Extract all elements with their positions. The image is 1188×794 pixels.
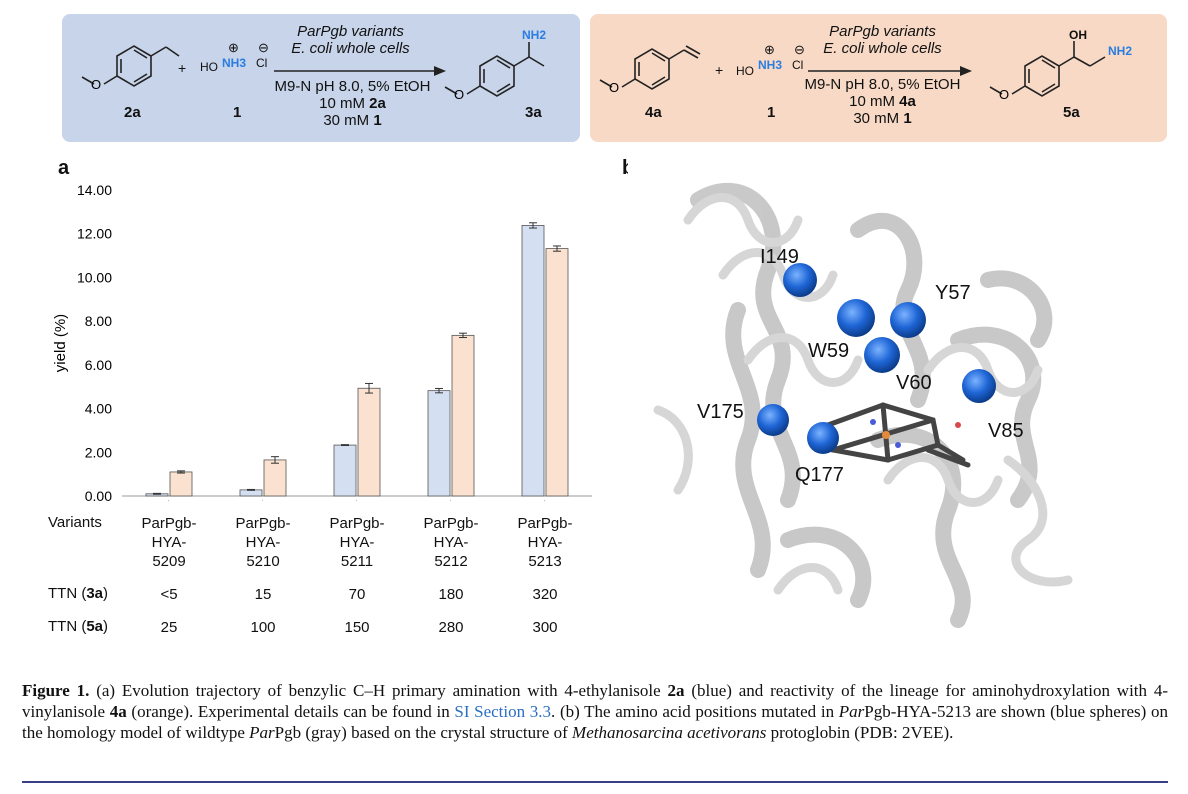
residue-sphere-w59 <box>837 299 875 337</box>
bar <box>333 444 357 497</box>
svg-text:O: O <box>609 80 619 95</box>
residue-sphere-v175 <box>757 404 789 436</box>
ho-label-left: HO <box>200 60 218 74</box>
scheme-left-reagent-2: E. coli whole cells <box>291 40 410 57</box>
ttn-5a-cell: 100 <box>250 619 276 636</box>
x-tick-mark: ˙ <box>168 499 171 508</box>
svg-text:O: O <box>454 87 464 102</box>
nh3-label-left: NH3 <box>222 56 247 70</box>
scheme-right-cond-1: M9-N pH 8.0, 5% EtOH <box>804 76 961 93</box>
residue-sphere-v60 <box>864 337 900 373</box>
figure-caption: Figure 1. (a) Evolution trajectory of be… <box>22 681 1168 742</box>
bar <box>357 387 381 497</box>
compound-3a-label: 3a <box>525 104 542 121</box>
residue-label-w59: W59 <box>808 340 850 362</box>
residue-sphere-v85 <box>962 369 996 403</box>
y-tick-label: 0.00 <box>85 488 112 504</box>
scheme-right-structures: O O <box>599 41 1106 102</box>
y-tick-label: 4.00 <box>85 401 112 417</box>
scheme-panel-aminohydroxylation <box>590 14 1167 142</box>
residue-sphere-i149 <box>783 263 817 297</box>
oh-label-right: OH <box>1069 28 1087 42</box>
residue-label-v60: V60 <box>896 372 932 394</box>
cl-label-right: Cl <box>792 58 804 72</box>
yield-bar-chart: yield (%) 0.00 2.00 4.00 6.00 8.00 10.00 12.00 1… <box>52 182 592 508</box>
bar <box>521 225 545 497</box>
nh2-label-left: NH2 <box>522 28 547 42</box>
residue-label-i149: I149 <box>760 246 799 268</box>
ttn-3a-cell: 15 <box>254 586 272 603</box>
y-tick-label: 8.00 <box>85 313 112 329</box>
scheme-left-cond-3: 30 mM 1 <box>323 112 382 129</box>
protein-homology-model <box>628 160 1123 660</box>
bottom-rule <box>22 781 1168 783</box>
variant-name: ParPgb-HYA-5210 <box>235 515 291 570</box>
scheme-right-reagent-1: ParPgb variants <box>829 23 936 40</box>
plus-sign-left: + <box>178 60 187 76</box>
scheme-right-cond-3: 30 mM 1 <box>853 110 912 127</box>
scheme-left-structures: O O <box>81 42 545 102</box>
panel-a-label: a <box>58 157 70 179</box>
compound-4a-label: 4a <box>645 104 662 121</box>
svg-text:O: O <box>999 87 1009 102</box>
variants-row-label: Variants <box>48 514 102 531</box>
svg-text:O: O <box>91 77 101 92</box>
scheme-right-cond-2: 10 mM 4a <box>849 93 916 110</box>
y-tick-label: 14.00 <box>77 182 112 198</box>
compound-5a-label: 5a <box>1063 104 1080 121</box>
nh3-label-right: NH3 <box>758 58 783 72</box>
plus-charge-icon: ⊕ <box>764 42 775 57</box>
x-tick-mark: ˙ <box>356 499 359 508</box>
y-tick-label: 2.00 <box>85 444 112 460</box>
compound-1-label-right: 1 <box>767 104 776 121</box>
x-tick-mark: ˙ <box>450 499 453 508</box>
ttn-5a-cell: 25 <box>160 619 178 636</box>
residue-sphere-q177 <box>807 422 839 454</box>
variant-name: ParPgb-HYA-5211 <box>329 515 385 570</box>
x-tick-mark: ˙ <box>544 499 547 508</box>
ttn-5a-cell: 150 <box>344 619 370 636</box>
residue-label-y57: Y57 <box>935 282 971 304</box>
variant-name: ParPgb-HYA-5209 <box>141 515 197 570</box>
y-tick-label: 12.00 <box>77 226 112 242</box>
residue-sphere-y57 <box>890 302 926 338</box>
y-axis-label: yield (%) <box>52 314 69 372</box>
bar <box>427 390 451 497</box>
residue-label-v175: V175 <box>697 401 744 423</box>
ttn-5a-cell: 300 <box>532 619 558 636</box>
cl-label-left: Cl <box>256 56 268 70</box>
variant-name: ParPgb-HYA-5213 <box>517 515 573 570</box>
compound-1-label-left: 1 <box>233 104 242 121</box>
minus-charge-icon: ⊖ <box>258 40 269 55</box>
ttn-3a-cell: 320 <box>532 586 558 603</box>
scheme-left-reagent-1: ParPgb variants <box>297 23 404 40</box>
ttn-5a-row-label: TTN (5a) <box>48 618 109 635</box>
si-section-link[interactable]: SI Section 3.3 <box>454 702 552 721</box>
x-tick-mark: ˙ <box>262 499 265 508</box>
ttn-3a-cell: <5 <box>160 586 178 603</box>
scheme-left-cond-1: M9-N pH 8.0, 5% EtOH <box>274 78 431 95</box>
minus-charge-icon: ⊖ <box>794 42 805 57</box>
scheme-right-reagent-2: E. coli whole cells <box>823 40 942 57</box>
bar <box>263 459 287 497</box>
ttn-3a-row-label: TTN (3a) <box>48 585 109 602</box>
scheme-left-cond-2: 10 mM 2a <box>319 95 386 112</box>
plus-sign-right: + <box>715 62 724 78</box>
bar <box>545 248 569 497</box>
nh2-label-right: NH2 <box>1108 44 1133 58</box>
ttn-3a-cell: 70 <box>348 586 366 603</box>
residue-label-q177: Q177 <box>795 464 844 486</box>
variant-name: ParPgb-HYA-5212 <box>423 515 479 570</box>
bar <box>451 334 475 497</box>
plus-charge-icon: ⊕ <box>228 40 239 55</box>
y-tick-label: 6.00 <box>85 357 112 373</box>
residue-label-v85: V85 <box>988 420 1024 442</box>
compound-2a-label: 2a <box>124 104 141 121</box>
ttn-5a-cell: 280 <box>438 619 464 636</box>
y-tick-label: 10.00 <box>77 269 112 285</box>
ttn-3a-cell: 180 <box>438 586 464 603</box>
bar <box>169 471 193 497</box>
ho-label-right: HO <box>736 64 754 78</box>
